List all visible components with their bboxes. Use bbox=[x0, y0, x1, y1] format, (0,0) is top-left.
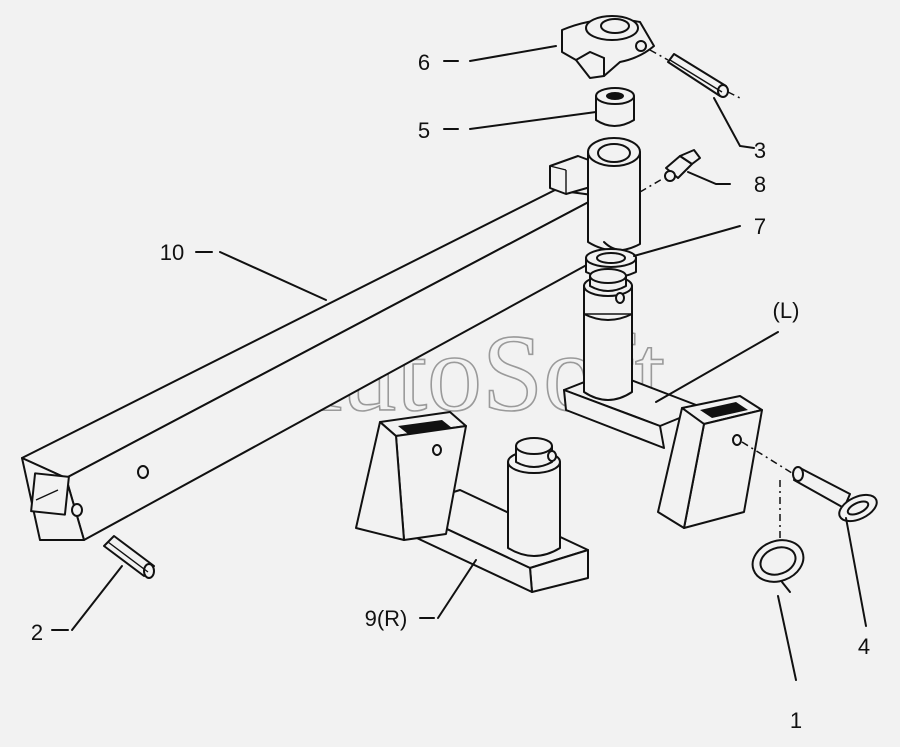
callout-7: 7 bbox=[754, 214, 766, 239]
part-9-right-bracket bbox=[355, 411, 589, 593]
part-8-grease-fitting bbox=[639, 149, 701, 193]
leader-lines bbox=[51, 45, 867, 681]
part-2-roll-pin bbox=[103, 535, 155, 579]
callout-1: 1 bbox=[790, 708, 802, 733]
callout-2: 2 bbox=[31, 620, 43, 645]
part-5-bushing bbox=[595, 87, 635, 127]
part-7-seal-ring bbox=[585, 248, 637, 279]
part-3-roll-pin bbox=[649, 49, 741, 99]
part-4-hitch-pin bbox=[792, 466, 878, 523]
callout-10: 10 bbox=[160, 240, 184, 265]
callout-6: 6 bbox=[418, 50, 430, 75]
part-6-clamp-collar bbox=[561, 15, 655, 79]
part-10-arm-tube bbox=[21, 137, 641, 541]
callout-3: 3 bbox=[754, 138, 766, 163]
callout-labels: 6 5 3 8 7 10 (L) 9(R) 4 1 2 bbox=[31, 50, 870, 733]
part-L-left-bracket bbox=[563, 268, 801, 529]
callout-5: 5 bbox=[418, 118, 430, 143]
callout-9R: 9(R) bbox=[365, 606, 408, 631]
part-1-snap-ring bbox=[751, 480, 805, 593]
callout-4: 4 bbox=[858, 634, 870, 659]
callout-L: (L) bbox=[773, 298, 800, 323]
callout-8: 8 bbox=[754, 172, 766, 197]
